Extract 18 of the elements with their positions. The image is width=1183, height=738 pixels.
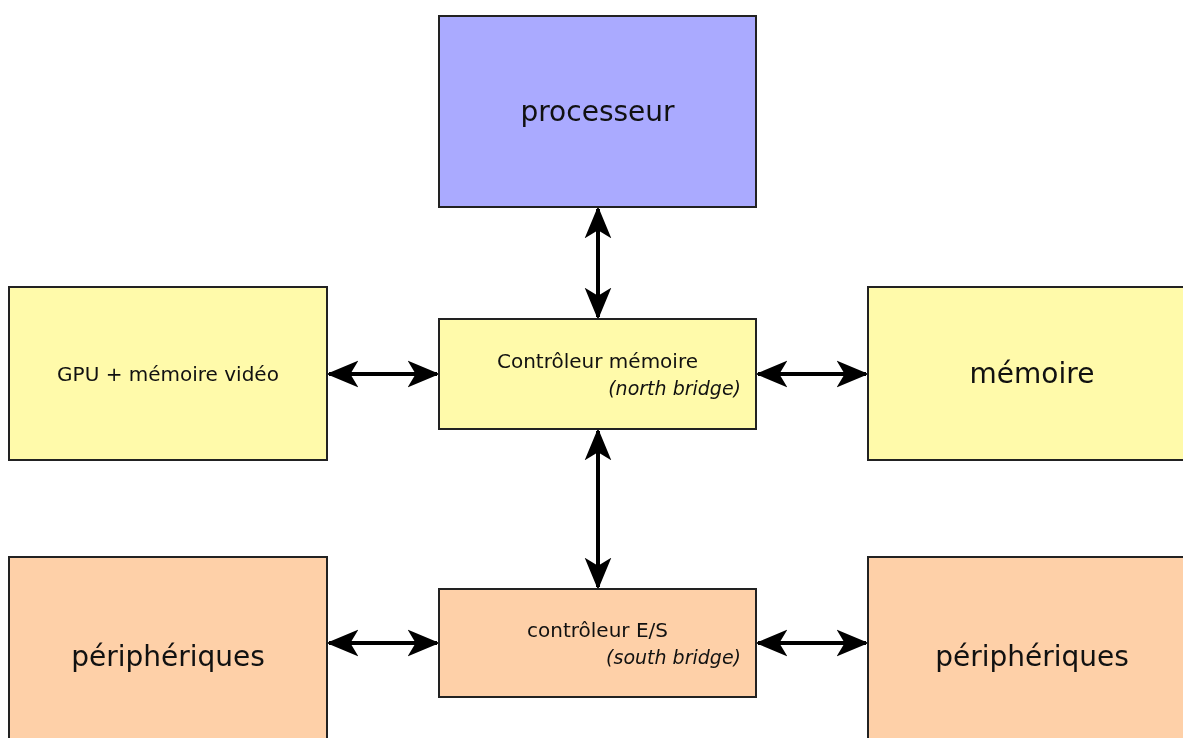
box-label: périphériques	[935, 639, 1129, 673]
box-sublabel: (south bridge)	[606, 646, 741, 668]
box-label: processeur	[520, 95, 675, 128]
box-label: périphériques	[71, 639, 265, 673]
double-arrow	[584, 428, 612, 590]
component-box	[8, 556, 328, 738]
double-arrow	[584, 206, 612, 320]
component-box	[867, 286, 1183, 461]
component-box	[438, 588, 757, 698]
component-box	[8, 286, 328, 461]
box-label: GPU + mémoire vidéo	[57, 361, 279, 386]
component-box	[438, 318, 757, 430]
box-label: mémoire	[969, 357, 1095, 390]
component-box	[438, 15, 757, 208]
box-sublabel: (north bridge)	[608, 377, 741, 399]
box-label: Contrôleur mémoire	[497, 349, 698, 373]
box-label: contrôleur E/S	[527, 618, 668, 642]
component-box	[867, 556, 1183, 738]
